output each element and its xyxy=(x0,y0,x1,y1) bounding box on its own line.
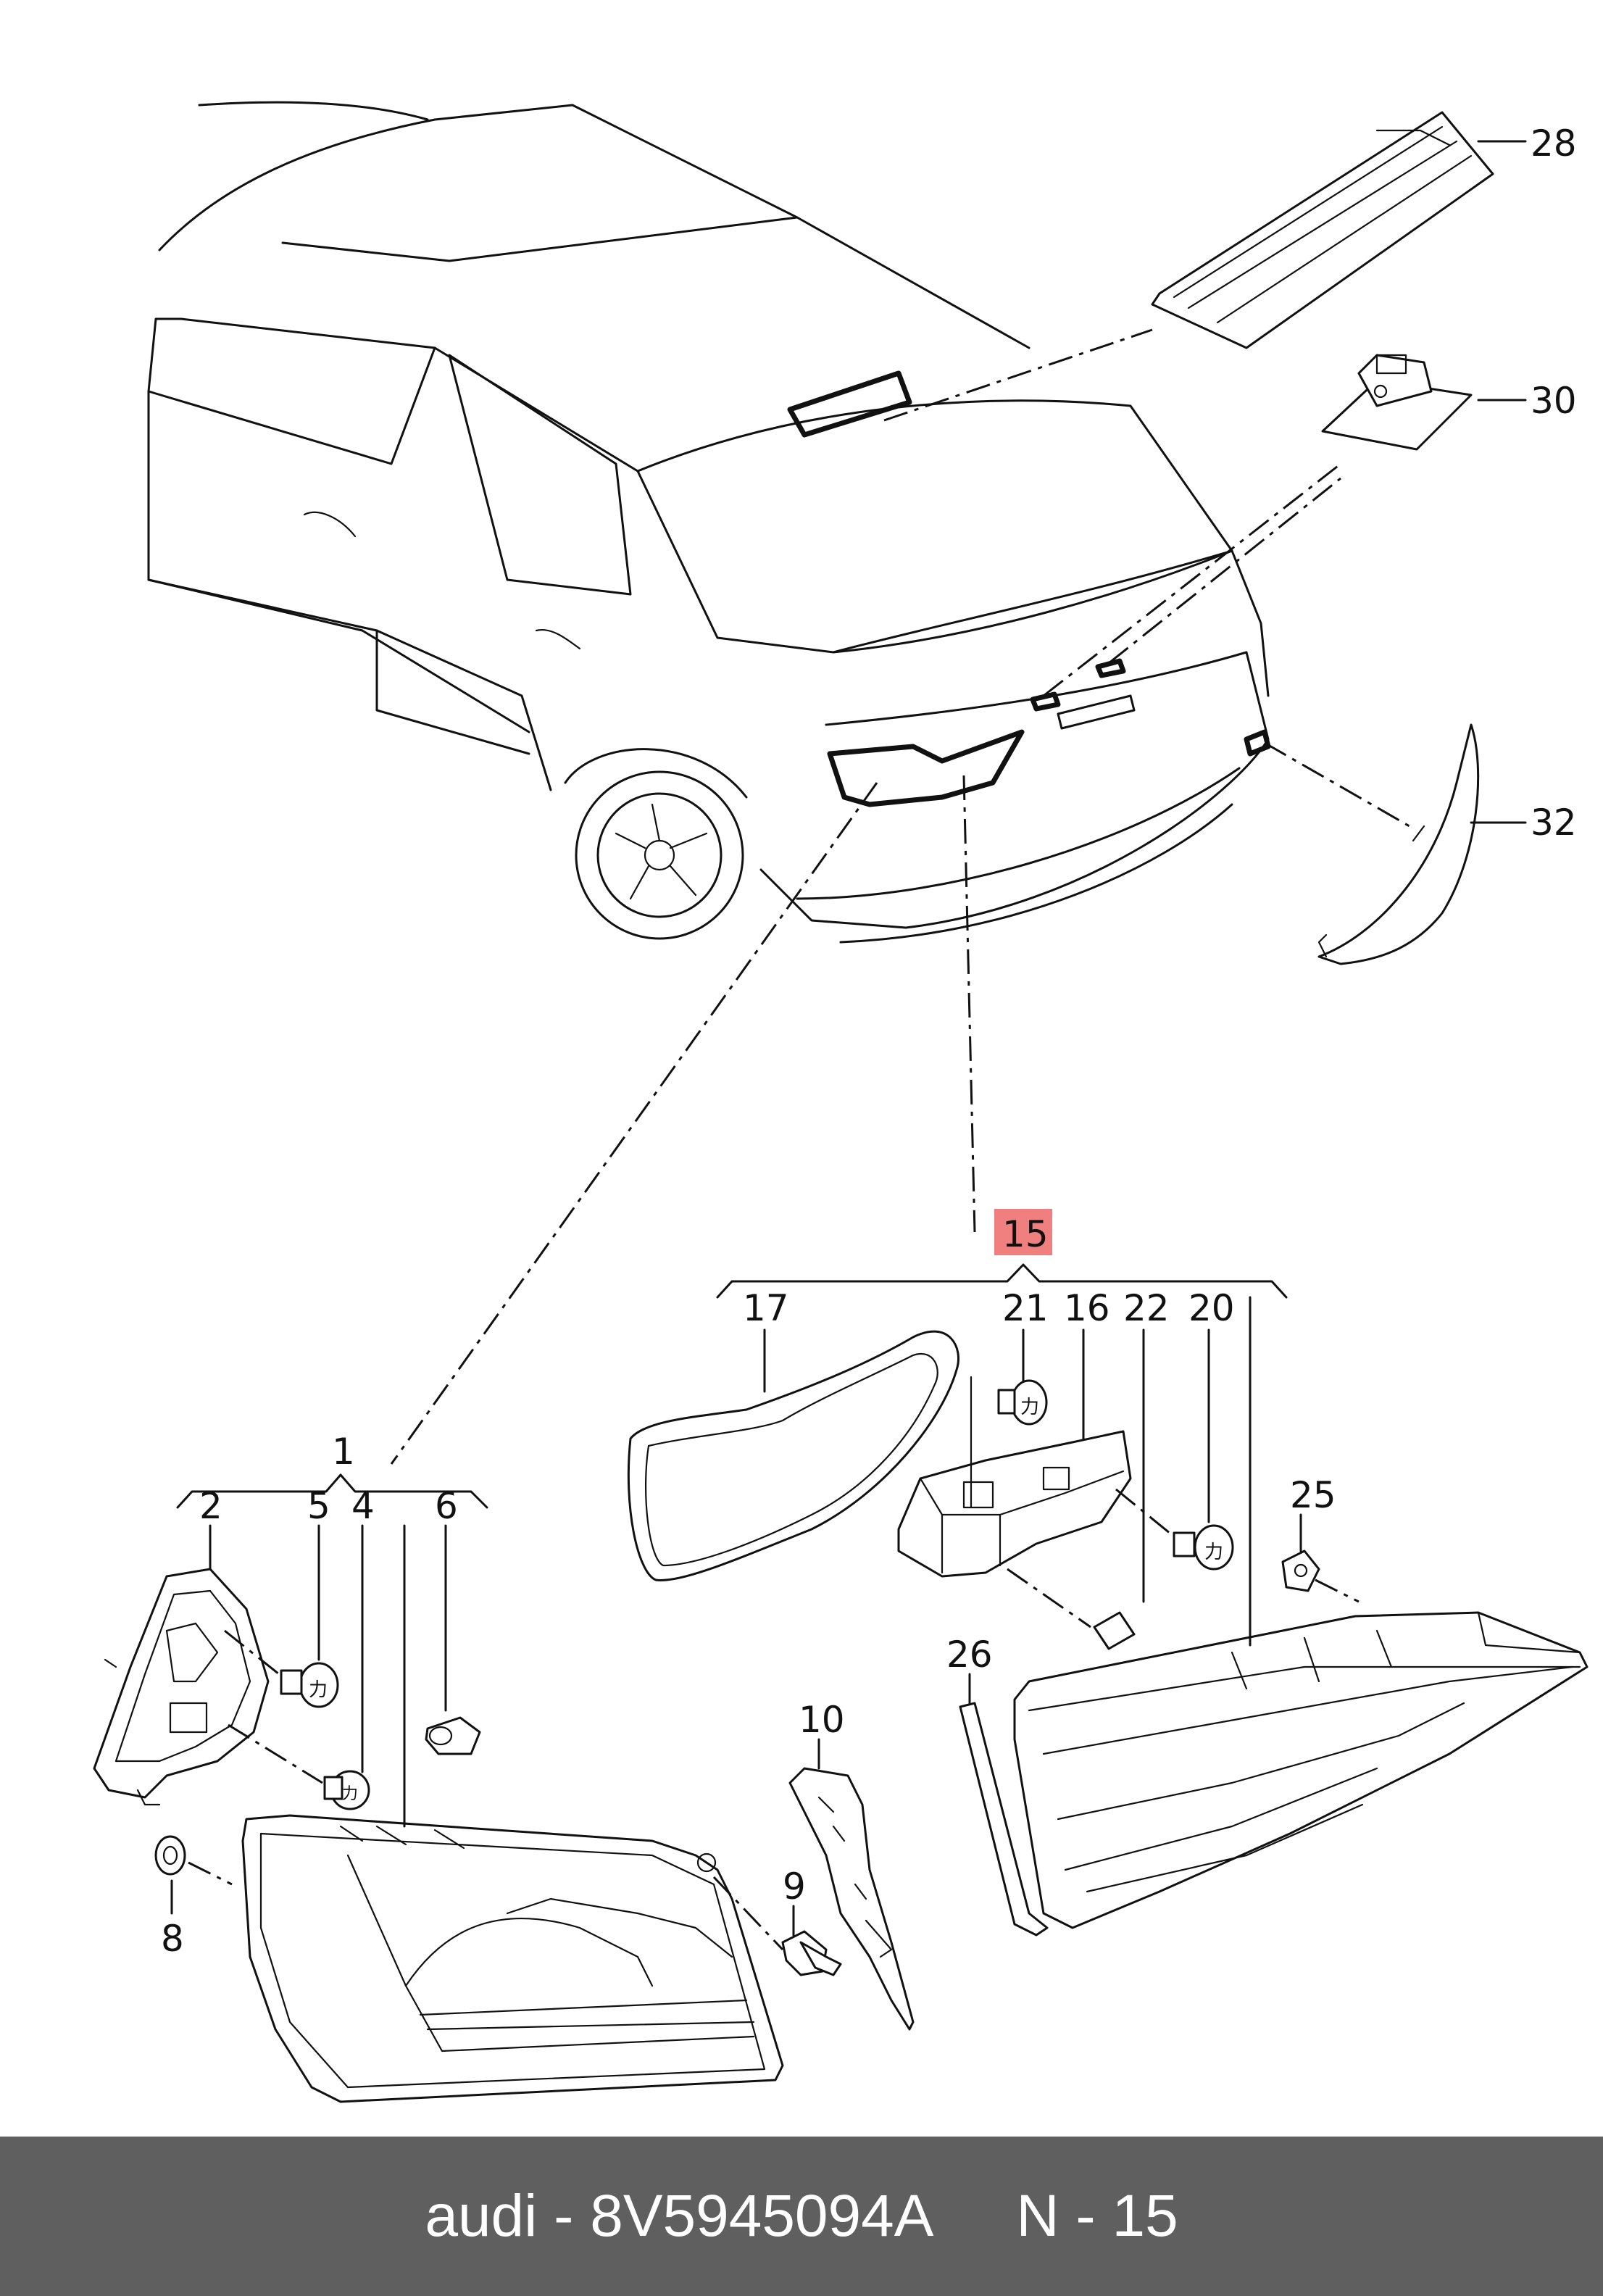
bulb-marking-21: 力 xyxy=(1020,1397,1039,1418)
part-number: 8V5945094A xyxy=(590,2183,934,2249)
part-22-bulb xyxy=(1007,1328,1145,1650)
part-6-cap xyxy=(425,1524,481,1755)
brand-name: audi xyxy=(425,2183,538,2249)
callout-5: 5 xyxy=(307,1485,330,1527)
spacer xyxy=(933,2182,1016,2250)
callout-1: 1 xyxy=(332,1431,355,1473)
group-15-bracket xyxy=(716,1209,1288,1299)
callout-4: 4 xyxy=(351,1485,375,1527)
bulb-marking-20: 力 xyxy=(1204,1542,1223,1563)
bulb-marking-5: 力 xyxy=(309,1679,328,1701)
part-26-seal xyxy=(959,1673,1049,1937)
part-30-plate-light xyxy=(1321,354,1527,451)
callout-30: 30 xyxy=(1531,380,1577,422)
callout-32: 32 xyxy=(1531,802,1577,844)
callout-20: 20 xyxy=(1188,1287,1235,1329)
outer-tail-lamp xyxy=(241,1524,784,2103)
dash-leaders xyxy=(390,328,1410,1465)
separator: - xyxy=(537,2183,591,2249)
callout-17: 17 xyxy=(743,1287,789,1329)
bulb-marking-4: 力 xyxy=(342,1785,358,1803)
part-32-reflector xyxy=(1317,723,1527,965)
callout-labels: 28 30 32 15 17 21 16 22 20 25 1 2 5 4 6 … xyxy=(161,122,1577,1960)
callout-6: 6 xyxy=(435,1485,458,1527)
footer-bar: audi - 8V5945094A N - 15 xyxy=(0,2137,1603,2296)
part-10-bracket xyxy=(788,1738,915,2031)
callout-2: 2 xyxy=(199,1485,222,1527)
callout-9: 9 xyxy=(783,1865,806,1908)
part-9-screw xyxy=(712,1876,842,1976)
callout-21: 21 xyxy=(1002,1287,1049,1329)
callout-16: 16 xyxy=(1064,1287,1110,1329)
callout-15: 15 xyxy=(1002,1213,1049,1255)
callout-26: 26 xyxy=(946,1634,993,1676)
callout-10: 10 xyxy=(799,1699,845,1741)
part-4-bulb: 力 xyxy=(228,1524,370,1810)
part-8-clip-nut xyxy=(154,1835,233,1915)
part-20-bulb: 力 xyxy=(1115,1328,1234,1571)
page-ref: N - 15 xyxy=(1016,2183,1178,2249)
part-2-bulb-carrier xyxy=(93,1524,270,1806)
car-body-outline xyxy=(147,101,1271,944)
callout-25: 25 xyxy=(1290,1474,1336,1516)
part-16-bulb-carrier xyxy=(897,1328,1132,1578)
group-1-bracket xyxy=(176,1473,488,1509)
part-5-bulb: 力 xyxy=(224,1524,339,1708)
callout-22: 22 xyxy=(1123,1287,1170,1329)
inner-tail-lamp xyxy=(1013,1296,1589,1929)
part-25-nut xyxy=(1281,1513,1360,1603)
part-21-bulb: 力 xyxy=(997,1328,1048,1426)
callout-28: 28 xyxy=(1531,122,1577,165)
callout-8: 8 xyxy=(161,1918,184,1960)
parts-diagram: 力 力 xyxy=(93,101,1589,2103)
part-28-brake-light xyxy=(1151,111,1527,349)
part-17-gasket xyxy=(627,1328,959,1581)
highlight-15 xyxy=(994,1209,1052,1255)
